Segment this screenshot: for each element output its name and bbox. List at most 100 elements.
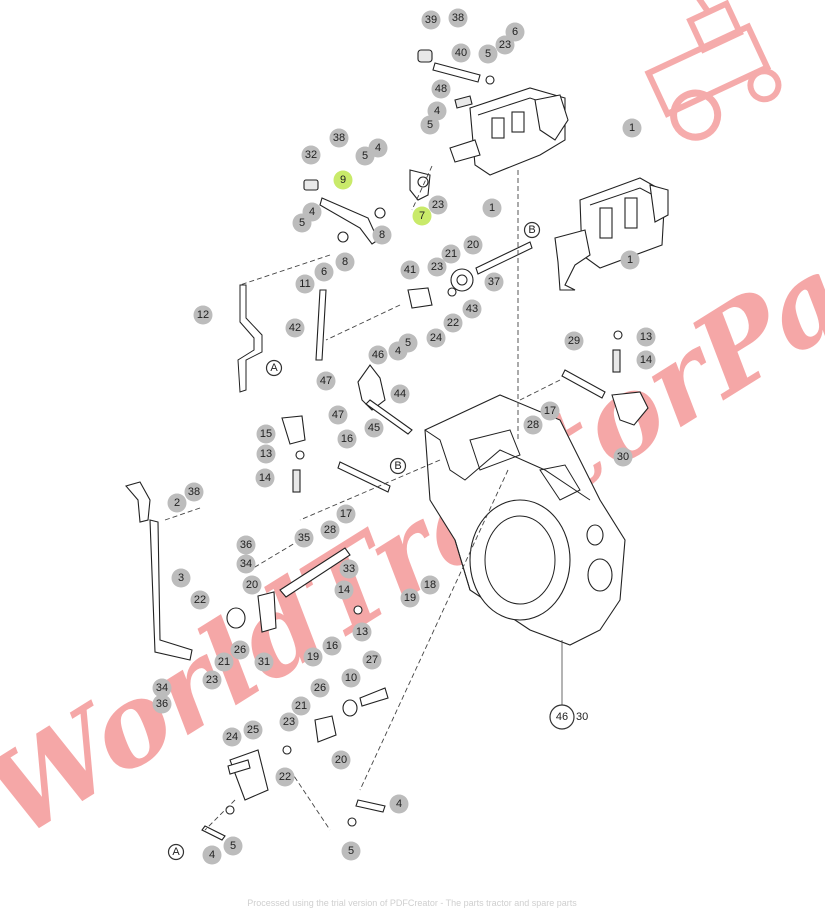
callout-number: 43 [466, 303, 478, 315]
callout-number: 8 [342, 256, 348, 268]
callout-number: 13 [640, 331, 652, 343]
callout-number: 14 [640, 354, 652, 366]
callout-bubble [339, 559, 359, 579]
callout-number: 12 [197, 309, 209, 321]
callout-20: 20 [331, 750, 351, 770]
callout-bubble [622, 118, 642, 138]
callout-bubble [523, 415, 543, 435]
callout-number: 2 [174, 497, 180, 509]
callout-bubble [214, 652, 234, 672]
callout-12: 12 [193, 305, 213, 325]
callout-bubble [505, 22, 525, 42]
callout-number: 23 [283, 716, 295, 728]
callout-bubble [152, 694, 172, 714]
callout-8: 8 [372, 225, 392, 245]
callout-number: 14 [259, 472, 271, 484]
callout-25: 25 [243, 720, 263, 740]
callout-bubble [341, 841, 361, 861]
callout-21: 21 [214, 652, 234, 672]
callout-number: 13 [260, 448, 272, 460]
callout-19: 19 [400, 588, 420, 608]
callout-number: 21 [295, 700, 307, 712]
callout-30: 30 [613, 447, 633, 467]
callout-20: 20 [242, 575, 262, 595]
callout-29: 29 [564, 331, 584, 351]
callout-bubble [636, 350, 656, 370]
callout-bubble [352, 622, 372, 642]
callout-number: 15 [260, 428, 272, 440]
callout-35: 35 [294, 528, 314, 548]
callout-number: 28 [324, 524, 336, 536]
callout-number: 26 [314, 682, 326, 694]
callout-bubble [390, 384, 410, 404]
callout-number: 4 [434, 105, 440, 117]
callout-number: 28 [527, 419, 539, 431]
callout-23: 23 [495, 35, 515, 55]
callout-bubble [482, 198, 502, 218]
callout-number: 21 [445, 248, 457, 260]
callout-28: 28 [320, 520, 340, 540]
plain-label: 30 [576, 711, 588, 723]
callout-17: 17 [540, 401, 560, 421]
callout-number: 8 [379, 229, 385, 241]
callout-19: 19 [303, 647, 323, 667]
callout-bubble [255, 468, 275, 488]
callout-5: 5 [398, 333, 418, 353]
callout-38: 38 [184, 482, 204, 502]
callout-number: 24 [226, 731, 238, 743]
callout-11: 11 [295, 274, 315, 294]
reference-marker-A: A [265, 359, 283, 377]
callout-number: 3 [178, 572, 184, 584]
callout-28: 28 [523, 415, 543, 435]
callout-47: 47 [316, 371, 336, 391]
callout-1: 1 [622, 118, 642, 138]
watermark-text: WorldTractorParts [0, 138, 825, 863]
callout-number: 17 [544, 405, 556, 417]
reference-marker-circle [389, 457, 407, 475]
callout-bubble [620, 250, 640, 270]
callout-bubble [451, 43, 471, 63]
callout-3: 3 [171, 568, 191, 588]
callout-number: 5 [230, 840, 236, 852]
callout-number: 33 [343, 563, 355, 575]
callout-5: 5 [355, 146, 375, 166]
side-cover [554, 177, 669, 291]
callout-bubble [495, 35, 515, 55]
callout-bubble [441, 244, 461, 264]
callout-20: 20 [463, 235, 483, 255]
callout-6: 6 [505, 22, 525, 42]
callout-bubble [202, 845, 222, 865]
callout-number: 16 [326, 640, 338, 652]
callout-number: 47 [320, 375, 332, 387]
callout-38: 38 [448, 8, 468, 28]
callout-33: 33 [339, 559, 359, 579]
callout-40: 40 [451, 43, 471, 63]
callout-1: 1 [482, 198, 502, 218]
callout-bubble [398, 333, 418, 353]
callout-43: 43 [462, 299, 482, 319]
callout-bubble [171, 568, 191, 588]
callout-bubble [190, 590, 210, 610]
callout-number: 22 [194, 594, 206, 606]
callout-9: 9 [333, 170, 353, 190]
callout-bubble [431, 79, 451, 99]
callout-31: 31 [254, 652, 274, 672]
callout-23: 23 [427, 257, 447, 277]
callout-bubble [428, 195, 448, 215]
callout-bubble [256, 444, 276, 464]
callout-bubble [389, 794, 409, 814]
callout-bubble [295, 274, 315, 294]
callout-number: 7 [419, 210, 425, 222]
callout-number: 42 [289, 322, 301, 334]
callout-23: 23 [279, 712, 299, 732]
callout-21: 21 [441, 244, 461, 264]
callout-13: 13 [636, 327, 656, 347]
callout-6: 6 [314, 262, 334, 282]
callout-number: 4 [309, 206, 315, 218]
callout-bubble [320, 520, 340, 540]
callout-bubble [329, 128, 349, 148]
callout-bubble [412, 206, 432, 226]
callout-number: 36 [156, 698, 168, 710]
